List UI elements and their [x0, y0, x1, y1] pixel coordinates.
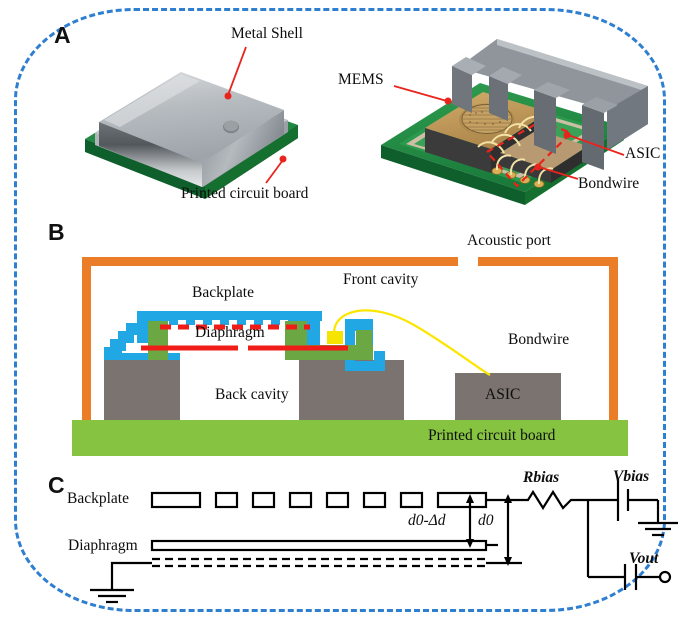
panel-c: C [0, 465, 692, 628]
label-acoustic-port: Acoustic port [467, 232, 551, 249]
panel-b: B [0, 215, 692, 465]
label-bondwire-b: Bondwire [508, 331, 570, 348]
closed-package-illustration [85, 72, 298, 199]
label-vbias: Vbias [613, 468, 650, 485]
panel-b-graphic [72, 257, 628, 456]
output-capacitor [588, 564, 660, 590]
label-asic-a: ASIC [625, 145, 661, 162]
bondwire-arc-b [332, 309, 491, 376]
label-diaphragm-b: Diaphragm [195, 324, 265, 341]
rbias-resistor [512, 489, 588, 511]
label-diaphragm-c: Diaphragm [68, 537, 138, 554]
label-vout: Vout [629, 550, 659, 567]
vbias-source [588, 479, 678, 537]
pcb-cross-section [72, 420, 628, 456]
panel-a-letter: A [54, 22, 71, 48]
bond-pad-yellow [327, 331, 343, 344]
panel-c-graphic [90, 479, 678, 604]
backplate-perforation-teeth [169, 311, 297, 325]
ground-wire [110, 561, 152, 590]
label-asic-b: ASIC [485, 386, 521, 403]
label-gap-nominal: d0 [478, 512, 494, 529]
panel-c-letter: C [48, 472, 65, 498]
label-mems: MEMS [338, 71, 384, 88]
panel-b-letter: B [48, 219, 65, 245]
bondwire-arcs [477, 115, 554, 185]
label-front-cavity: Front cavity [343, 271, 419, 288]
deflected-diaphragm [152, 557, 486, 568]
label-printed-circuit-board-a: Printed circuit board [181, 185, 309, 202]
label-metal-shell: Metal Shell [231, 25, 303, 42]
metal-shell-body [99, 72, 284, 187]
metal-shell-cross-section [82, 257, 618, 432]
panel-a-leaders [224, 46, 625, 184]
asic-block [455, 373, 561, 420]
label-rbias: Rbias [523, 469, 560, 486]
open-package-illustration [381, 39, 648, 205]
label-backplate-b: Backplate [192, 284, 254, 301]
panel-a-graphic [85, 39, 648, 205]
silicon-block-left [104, 360, 180, 420]
vout-terminal [658, 570, 672, 584]
panel-a: A [0, 0, 692, 215]
diaphragm-electrode [150, 539, 488, 552]
metal-shell-cutaway [452, 39, 648, 170]
label-printed-circuit-board-b: Printed circuit board [428, 427, 556, 444]
dimension-d0-delta [466, 494, 474, 548]
label-gap-deflected: d0-Δd [408, 512, 446, 529]
label-bondwire-a: Bondwire [578, 175, 640, 192]
dimension-d0 [504, 494, 512, 566]
bondwire-highlight-box [485, 119, 573, 188]
label-backplate-c: Backplate [67, 490, 129, 507]
label-back-cavity: Back cavity [215, 386, 289, 403]
ground-symbol [90, 588, 134, 604]
backplate-electrodes [150, 491, 488, 509]
